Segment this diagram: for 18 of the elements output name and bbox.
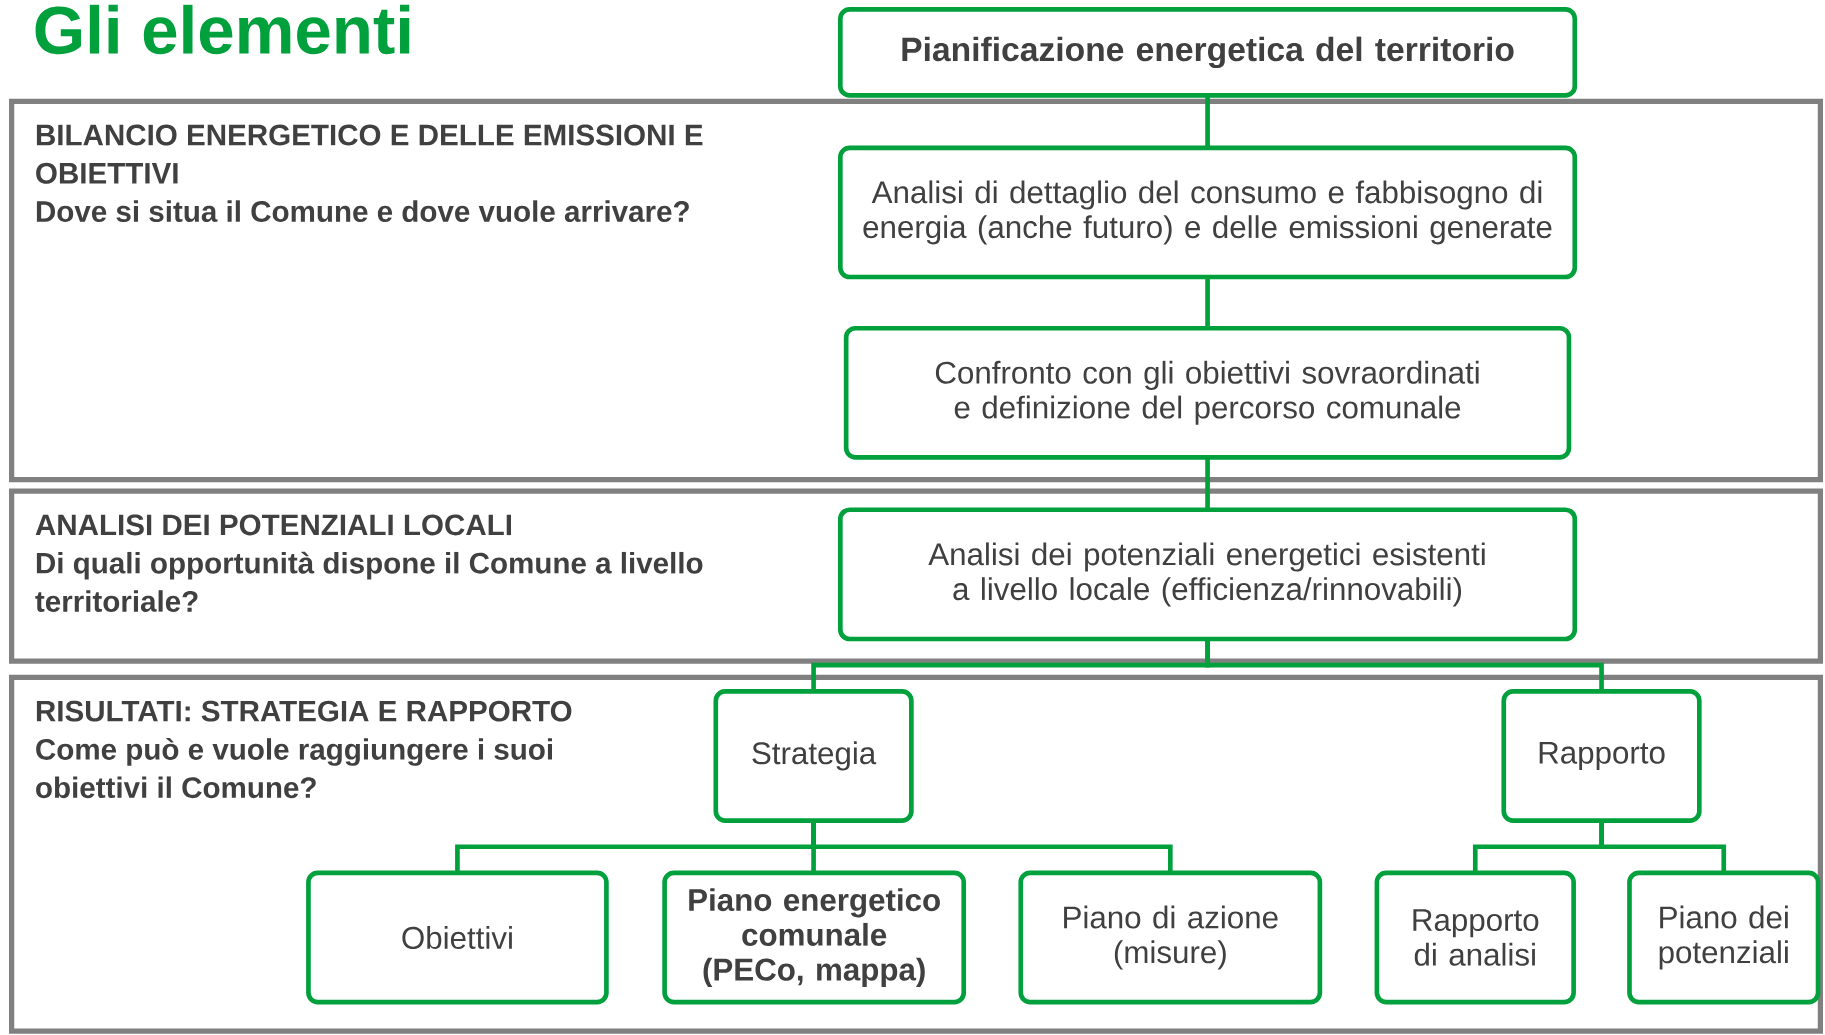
- process-box: Piano di azione (misure): [1018, 870, 1323, 1005]
- process-box: Piano energetico comunale (PECo, mappa): [662, 870, 967, 1005]
- process-box: Analisi di dettaglio del consumo e fabbisogno di energia (anche futuro) e delle emissioni generate: [838, 145, 1578, 280]
- process-box: Pianificazione energetica del territorio: [838, 7, 1578, 98]
- process-box: Rapporto: [1501, 689, 1702, 824]
- connector-line: [1599, 820, 1727, 874]
- process-box: Piano dei potenziali: [1627, 870, 1821, 1005]
- connector-line: [1205, 95, 1210, 148]
- process-box: Rapporto di analisi: [1374, 870, 1576, 1005]
- connector-line: [811, 820, 1173, 874]
- title: Gli elementi: [35, 4, 410, 55]
- process-box: Obiettivi: [306, 870, 609, 1005]
- connector-line: [1205, 277, 1210, 329]
- connector-line: [1205, 639, 1604, 692]
- process-box: Strategia: [713, 689, 914, 824]
- connector-line: [1205, 457, 1210, 510]
- process-box: Analisi dei potenziali energetici esistenti a livello locale (efficienza/rinnovabili): [838, 507, 1578, 642]
- process-box: Confronto con gli obiettivi sovraordinati e definizione del percorso comunale: [843, 326, 1572, 460]
